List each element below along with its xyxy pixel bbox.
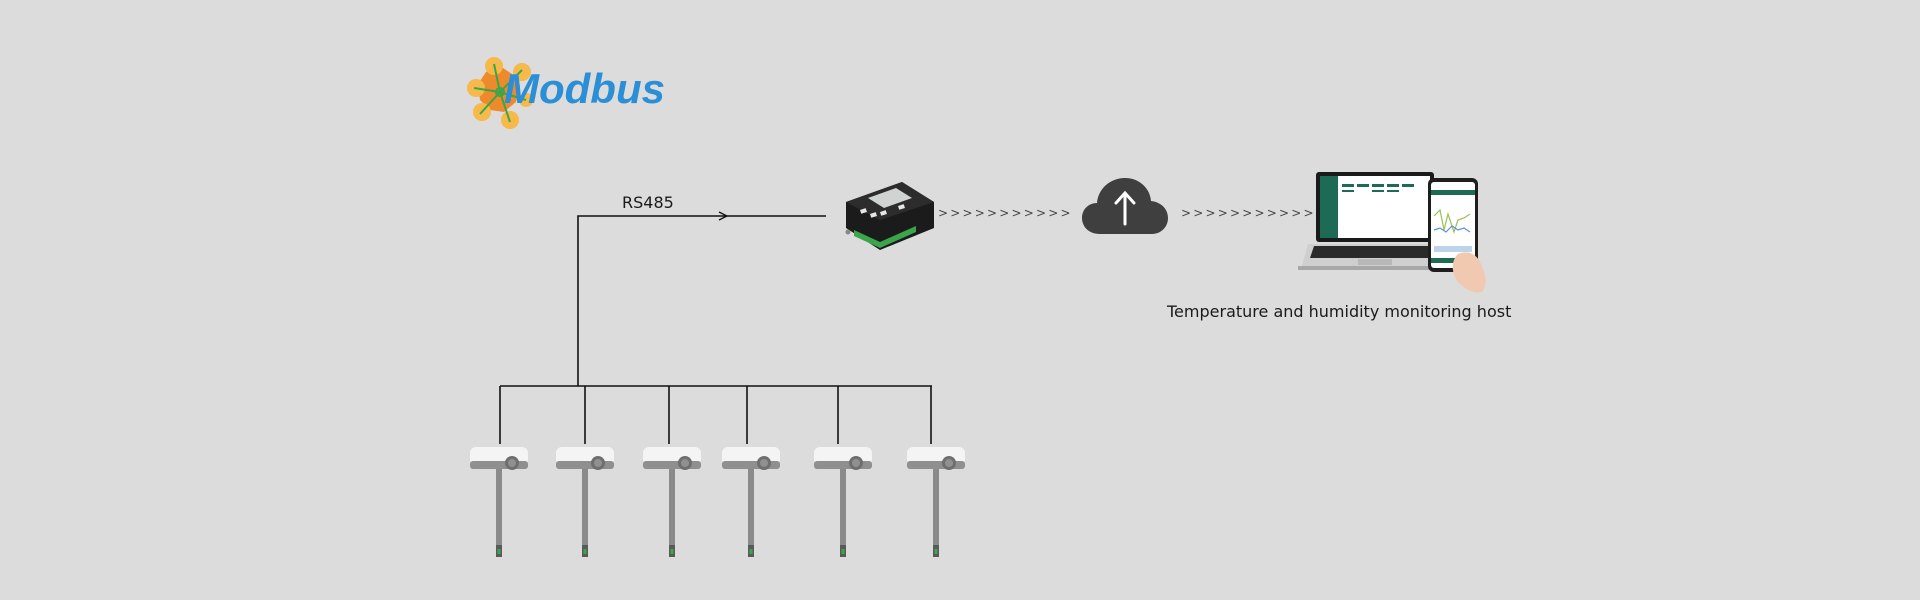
hand-icon [1452,252,1486,293]
sensor-icon [556,447,614,557]
gateway-device [845,182,934,250]
rs485-arrow-icon [718,211,729,221]
data-flow-arrows-cloud-to-host: >>>>>>>>>>> [1181,206,1316,220]
rs485-label: RS485 [622,193,674,212]
cloud-upload-icon [1082,178,1168,234]
host-caption: Temperature and humidity monitoring host [1167,302,1512,321]
sensor-icon [722,447,780,557]
modbus-logo: Modbus [464,56,694,130]
temperature-humidity-sensor-2 [554,441,616,561]
sensor-icon [907,447,965,557]
temperature-humidity-sensor-5 [812,441,874,561]
data-flow-arrows-gateway-to-cloud: >>>>>>>>>>> [938,206,1073,220]
smartphone-icon [1428,178,1478,272]
sensor-icon [470,447,528,557]
temperature-humidity-sensor-1 [468,441,530,561]
rs485-bus-line [577,215,826,386]
monitoring-host-devices [1298,172,1486,293]
sensor-icon [643,447,701,557]
temperature-humidity-sensor-3 [641,441,703,561]
temperature-humidity-sensor-6 [905,441,967,561]
laptop-icon [1298,172,1454,270]
temperature-humidity-sensor-4 [720,441,782,561]
sensor-icon [814,447,872,557]
lcd-screen [868,188,912,208]
modbus-network-icon [467,57,533,129]
logo-text: Modbus [504,65,665,112]
